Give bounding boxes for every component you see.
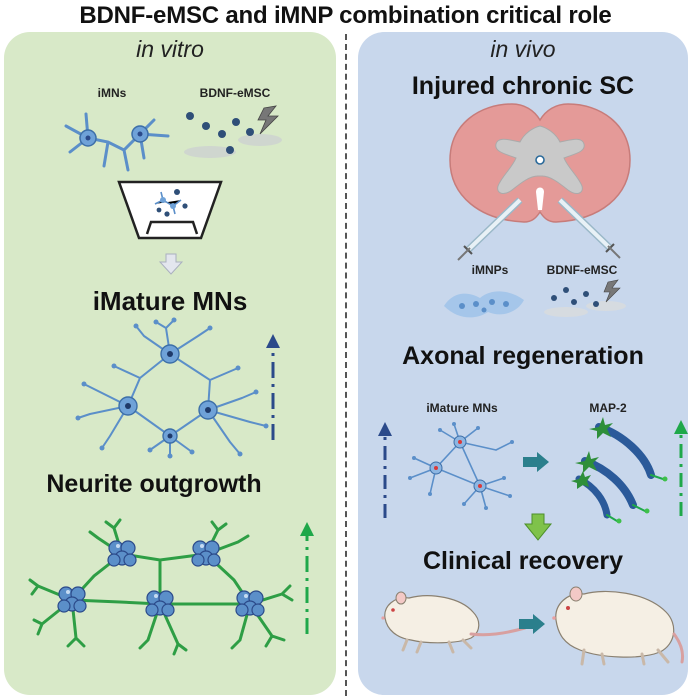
axonal-regeneration-heading: Axonal regeneration bbox=[402, 342, 644, 370]
bdnf-emsc-vivo-label: BDNF-eMSC bbox=[546, 263, 618, 277]
in-vivo-heading: in vivo bbox=[490, 36, 556, 62]
panel-divider bbox=[345, 34, 347, 696]
increase-arrow-green-left bbox=[300, 522, 314, 634]
impaired-rat-illustration bbox=[381, 591, 527, 654]
imn-neurons-illustration bbox=[64, 112, 170, 172]
mature-mn-network-illustration bbox=[75, 317, 269, 459]
figure-title: BDNF-eMSC and iMNP combination critical … bbox=[79, 2, 612, 29]
teal-arrow-right-2 bbox=[519, 614, 545, 634]
imns-label: iMNs bbox=[97, 86, 127, 100]
imature-mns-vivo-label: iMature MNs bbox=[426, 401, 498, 415]
neurite-outgrowth-illustration bbox=[28, 518, 294, 656]
bdnf-emsc-label: BDNF-eMSC bbox=[199, 86, 271, 100]
increase-arrow-navy-right bbox=[378, 422, 392, 518]
map2-label: MAP-2 bbox=[589, 401, 627, 415]
imnp-cells-illustration bbox=[444, 291, 524, 318]
mature-mn-network-vivo-illustration bbox=[408, 422, 514, 510]
injured-chronic-sc-heading: Injured chronic SC bbox=[411, 72, 635, 100]
teal-arrow-right-1 bbox=[523, 452, 549, 472]
down-arrow-icon bbox=[158, 253, 184, 275]
map2-neurons-illustration bbox=[571, 417, 668, 524]
in-vitro-heading: in vitro bbox=[136, 36, 204, 62]
culture-dish-icon bbox=[117, 180, 223, 240]
neurite-outgrowth-heading: Neurite outgrowth bbox=[46, 470, 262, 498]
green-down-arrow-icon bbox=[523, 513, 553, 541]
imnps-label: iMNPs bbox=[471, 263, 509, 277]
bdnf-emsc-cells-illustration bbox=[184, 105, 282, 158]
clinical-recovery-heading: Clinical recovery bbox=[422, 547, 624, 575]
recovered-rat-illustration bbox=[552, 586, 684, 666]
spinal-cord-illustration bbox=[449, 103, 631, 261]
imature-mns-heading: iMature MNs bbox=[92, 286, 248, 316]
bdnf-emsc-vivo-cells-illustration bbox=[544, 279, 626, 317]
increase-arrow-navy bbox=[266, 334, 280, 440]
increase-arrow-green-right bbox=[674, 420, 688, 516]
